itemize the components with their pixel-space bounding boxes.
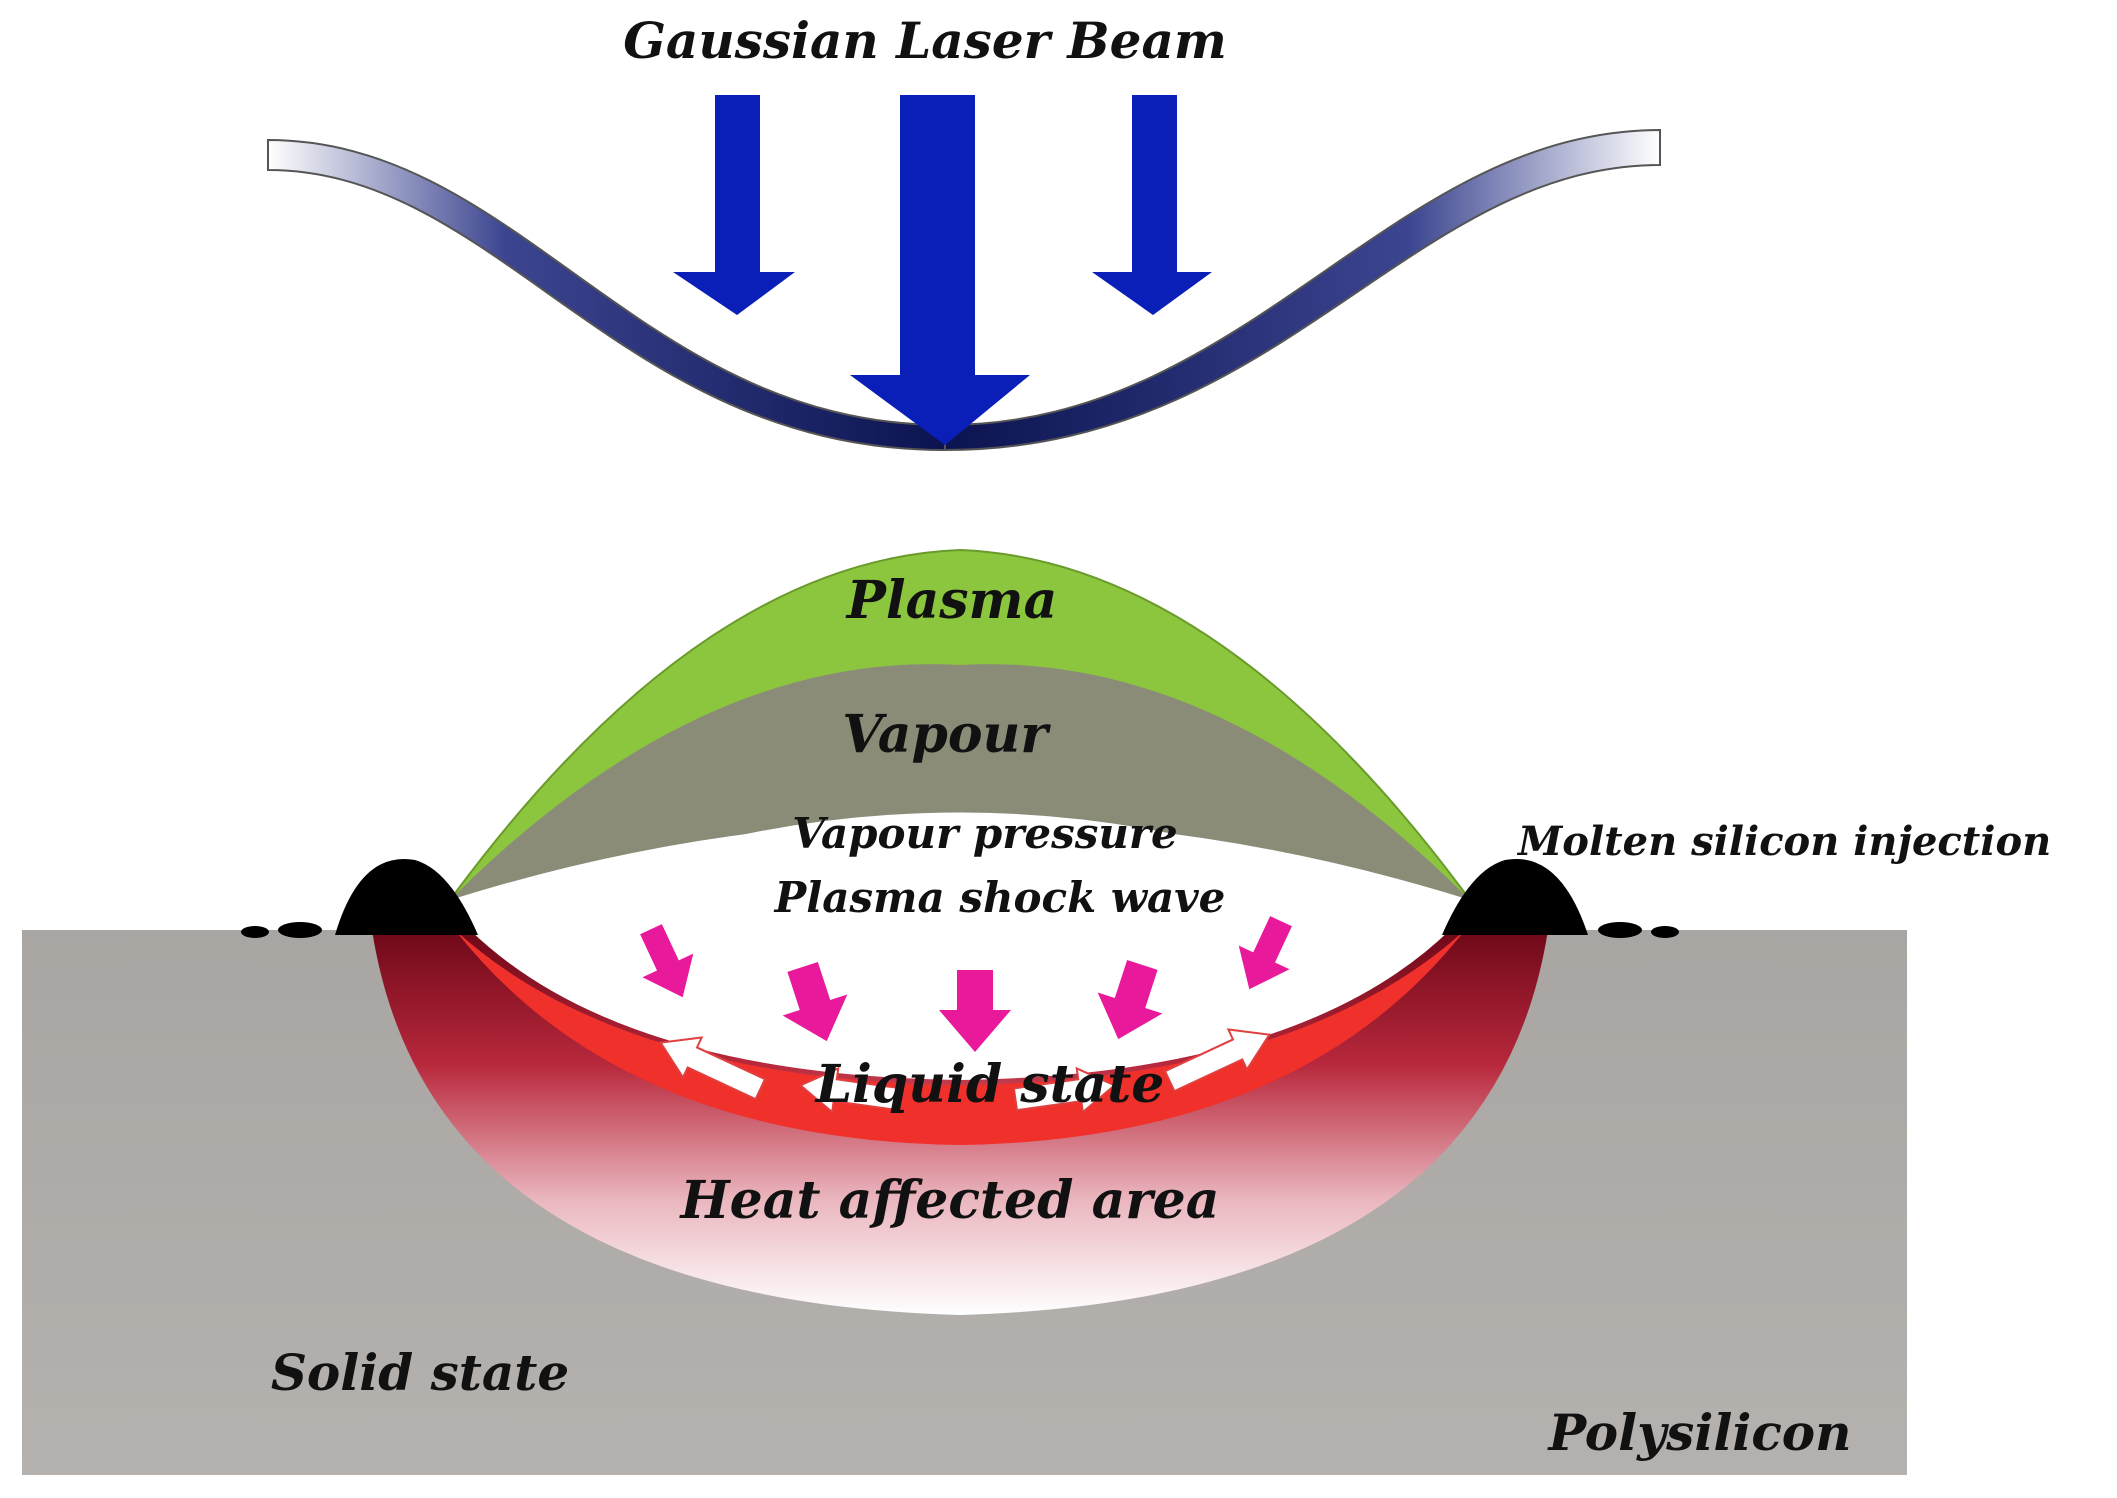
shock-wave-arrows xyxy=(640,916,1292,1052)
down-arrow-icon xyxy=(673,95,795,315)
shock-arrow-icon xyxy=(1238,916,1292,990)
splash-left xyxy=(335,858,478,935)
flow-arrow-icon xyxy=(658,1036,767,1101)
vapour-cavity xyxy=(470,812,1450,930)
heat-affected-label: Heat affected area xyxy=(679,1170,1220,1231)
vapour-pressure-label: Vapour pressure xyxy=(792,809,1178,858)
shock-arrow-icon xyxy=(1097,960,1163,1040)
flow-arrow-icon xyxy=(1012,1066,1117,1114)
polysilicon-label: Polysilicon xyxy=(1547,1403,1852,1462)
down-arrow-icon xyxy=(1092,95,1212,315)
shock-arrow-icon xyxy=(939,970,1011,1052)
vapour-label: Vapour xyxy=(842,704,1051,765)
flow-arrows xyxy=(658,1028,1272,1114)
gaussian-beam-profile xyxy=(267,128,1661,452)
shock-arrow-icon xyxy=(640,924,694,998)
laser-arrows xyxy=(673,95,1212,445)
molten-injection-label: Molten silicon injection xyxy=(1516,818,2051,865)
flow-arrow-icon xyxy=(798,1066,903,1114)
splash-right xyxy=(1442,858,1588,935)
liquid-region xyxy=(455,930,1465,1145)
shock-arrow-icon xyxy=(782,962,848,1042)
plasma-label: Plasma xyxy=(845,570,1058,631)
flow-arrow-icon xyxy=(1163,1028,1272,1093)
shock-wave-label: Plasma shock wave xyxy=(774,873,1226,922)
liquid-state-label: Liquid state xyxy=(814,1054,1165,1115)
vapour-region xyxy=(450,664,1470,900)
down-arrow-icon xyxy=(850,95,1030,445)
beam-title: Gaussian Laser Beam xyxy=(623,11,1227,70)
solid-state-label: Solid state xyxy=(271,1343,569,1402)
molten-splash xyxy=(241,858,1679,938)
